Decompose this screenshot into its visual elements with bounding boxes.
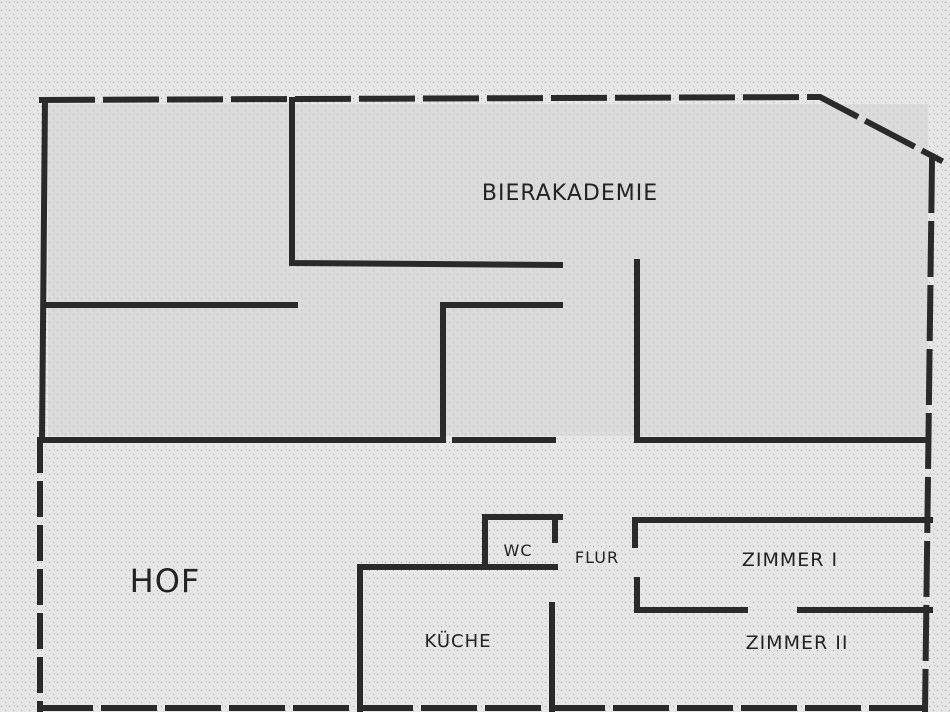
walls [37,93,945,712]
label-zimmer-1: ZIMMER I [742,549,838,571]
wc-wall [482,514,563,570]
inner-wall-3 [440,302,563,443]
top-wall [38,93,945,165]
inner-wall-4 [634,259,928,443]
right-wall [921,156,936,712]
zimmer1-top-wall [632,517,933,548]
label-flur: FLUR [575,548,619,567]
inner-wall-1 [289,97,564,269]
label-bierakademie: BIERAKADEMIE [482,181,658,206]
zimmer1-bottom-wall-a [634,577,748,613]
label-kueche: KÜCHE [425,630,492,652]
label-wc: WC [504,541,533,560]
label-hof: HOF [130,562,201,600]
bierakademie-area [48,104,928,436]
label-zimmer-2: ZIMMER II [746,632,849,654]
kueche-wall [357,564,488,712]
